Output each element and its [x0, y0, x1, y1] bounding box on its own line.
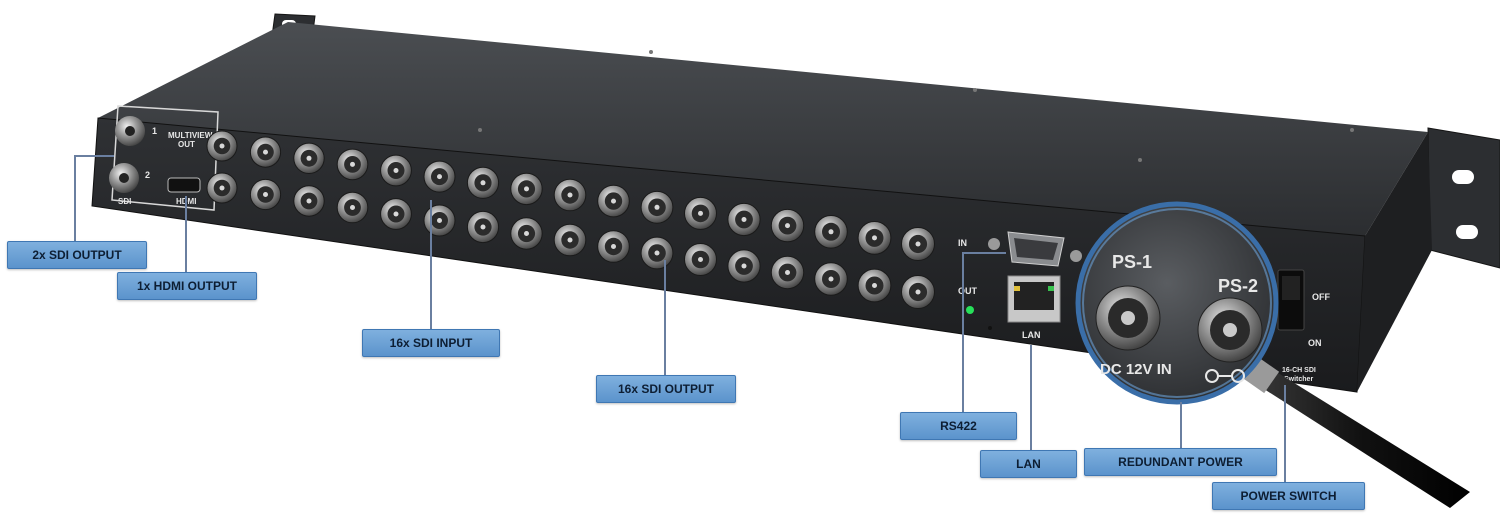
leader-lan [1030, 345, 1032, 452]
bnc-bottom-9-pin [567, 237, 573, 243]
svg-text:PS-1: PS-1 [1112, 252, 1152, 272]
bnc-bottom-13-pin [741, 263, 747, 269]
bnc-top-16-pin [872, 235, 877, 241]
svg-text:16-CH SDI: 16-CH SDI [1282, 367, 1316, 374]
bnc-top-8-pin [524, 186, 529, 192]
bnc-bottom-4-pin [350, 205, 355, 210]
multiview-sdi-out-connectors [109, 116, 145, 193]
hdmi-port [167, 177, 201, 193]
callout-redundant-power: REDUNDANT POWER [1084, 448, 1277, 476]
callout-16x-sdi-input: 16x SDI INPUT [362, 329, 500, 357]
svg-text:OFF: OFF [1312, 292, 1330, 302]
callout-power-switch: POWER SWITCH [1212, 482, 1365, 510]
sdi-connector-row-top [206, 130, 935, 261]
leader-sdi-in [430, 200, 432, 330]
bnc-top-9-pin [567, 192, 573, 198]
bnc-bottom-11-pin [654, 250, 660, 256]
callout-16x-sdi-output: 16x SDI OUTPUT [596, 375, 736, 403]
bnc-bottom-6-pin [437, 218, 442, 223]
bnc-bottom-1-pin [219, 185, 225, 191]
bnc-top-11-pin [654, 204, 660, 210]
bnc-top-3-pin [306, 155, 312, 161]
bnc-top-4-pin [350, 161, 355, 167]
leader-2x-sdi [74, 155, 114, 157]
bnc-top-7-pin [480, 180, 486, 186]
bnc-top-17-pin [915, 241, 921, 247]
bnc-bottom-15-pin [828, 276, 834, 282]
bnc-top-15-pin [828, 229, 834, 235]
bnc-top-1-pin [219, 143, 225, 149]
callout-2x-sdi-output: 2x SDI OUTPUT [7, 241, 147, 269]
bnc-bottom-5-pin [393, 211, 399, 217]
leader-power [1180, 402, 1182, 450]
svg-text:OUT: OUT [958, 286, 978, 296]
svg-text:LAN: LAN [1022, 330, 1041, 340]
bnc-bottom-2-pin [263, 192, 268, 197]
bnc-top-2-pin [263, 149, 268, 155]
magnifier-power-detail: PS-1 PS-2 DC 12V IN [1075, 201, 1470, 508]
bnc-bottom-3-pin [306, 198, 312, 204]
svg-text:OUT: OUT [178, 140, 195, 149]
bnc-top-13-pin [741, 217, 747, 222]
leader-rs422-h [962, 252, 1006, 254]
svg-text:ON: ON [1308, 338, 1322, 348]
svg-text:PS-2: PS-2 [1218, 276, 1258, 296]
svg-text:MULTIVIEW: MULTIVIEW [168, 131, 213, 140]
bnc-top-12-pin [698, 210, 703, 216]
sdi-connector-row-bottom [206, 172, 935, 309]
bnc-bottom-7-pin [480, 224, 486, 230]
callout-rs422: RS422 [900, 412, 1017, 440]
bnc-bottom-14-pin [785, 270, 790, 275]
bnc-bottom-16-pin [872, 283, 877, 288]
leader-rs422-v [962, 252, 964, 412]
bnc-top-10-pin [611, 198, 616, 204]
leader-hdmi [185, 196, 187, 272]
status-led [966, 306, 974, 314]
callout-1x-hdmi-output: 1x HDMI OUTPUT [117, 272, 257, 300]
bnc-top-6-pin [437, 174, 442, 180]
svg-text:1: 1 [152, 126, 157, 136]
rack-ear-right [1427, 127, 1500, 269]
leader-2x-sdi-v [74, 155, 76, 241]
svg-text:DC 12V IN: DC 12V IN [1100, 361, 1172, 378]
chassis-top [98, 22, 1428, 236]
callout-lan: LAN [980, 450, 1077, 478]
bnc-bottom-10-pin [611, 244, 616, 249]
svg-text:2: 2 [145, 170, 150, 180]
bnc-bottom-8-pin [524, 231, 529, 236]
svg-text:SDI: SDI [118, 197, 131, 206]
bnc-top-5-pin [393, 168, 399, 173]
svg-text:Switcher: Switcher [1284, 376, 1313, 383]
bnc-bottom-12-pin [698, 257, 703, 262]
leader-switch [1284, 385, 1286, 483]
leader-sdi-out [664, 260, 666, 376]
svg-text:IN: IN [958, 238, 967, 248]
bnc-bottom-17-pin [915, 289, 921, 295]
bnc-top-14-pin [785, 223, 790, 229]
